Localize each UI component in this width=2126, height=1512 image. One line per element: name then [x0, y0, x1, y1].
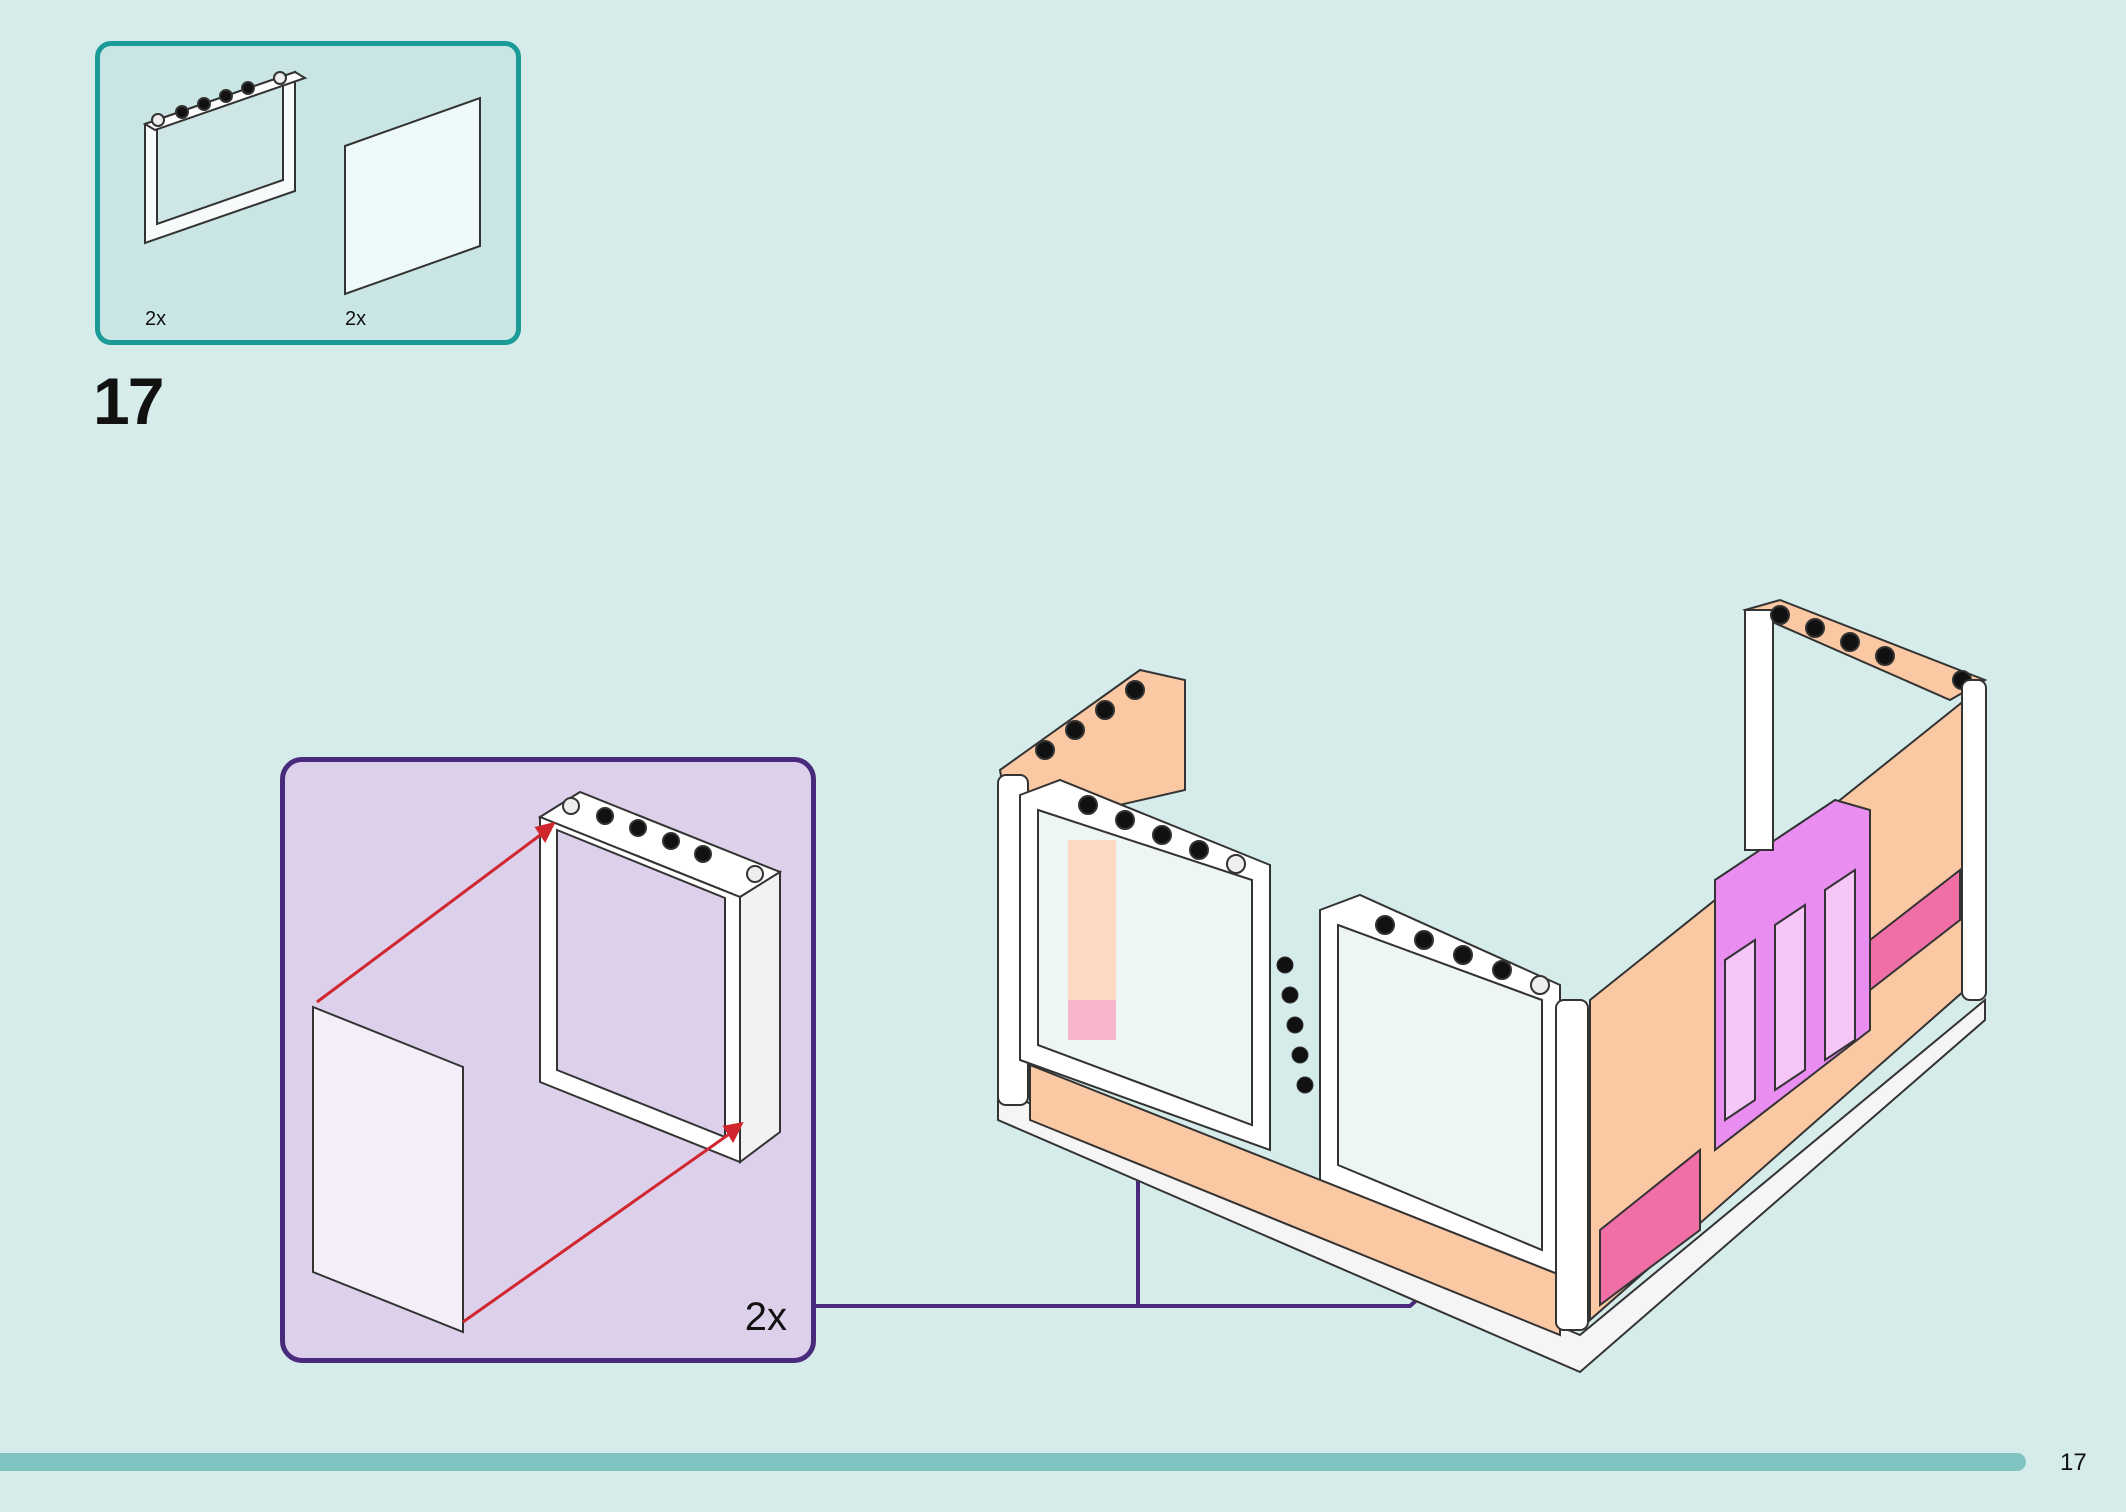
pink-window — [1714, 798, 1871, 1153]
right-white-column — [1961, 679, 1987, 1001]
sub-assembly-qty: 2x — [744, 1295, 787, 1339]
corner-white-column — [1555, 999, 1589, 1331]
back-peach-wall — [1742, 598, 1988, 851]
footer-bar — [0, 1453, 2026, 1471]
step-number: 17 — [93, 364, 164, 438]
assembly-arrows — [316, 821, 744, 1324]
window-frame-part — [142, 70, 308, 245]
window-glass-part — [344, 96, 481, 296]
window-frame-left — [1019, 778, 1271, 1152]
parts-list-box: 2x 2x — [95, 41, 521, 345]
window-frame-right — [1319, 893, 1561, 1277]
sub-assembly-illustration — [312, 790, 783, 1334]
sub-window-glass — [312, 1005, 464, 1334]
peach-base-strip — [1029, 1063, 1561, 1337]
parts-list-illustration — [142, 70, 481, 296]
sub-window-frame — [537, 790, 783, 1164]
glass-qty: 2x — [345, 308, 367, 330]
page-number: 17 — [2060, 1449, 2087, 1476]
frame-qty: 2x — [145, 308, 167, 330]
middle-black-studs — [1276, 956, 1314, 1094]
sub-assembly-box: 2x — [280, 757, 816, 1363]
